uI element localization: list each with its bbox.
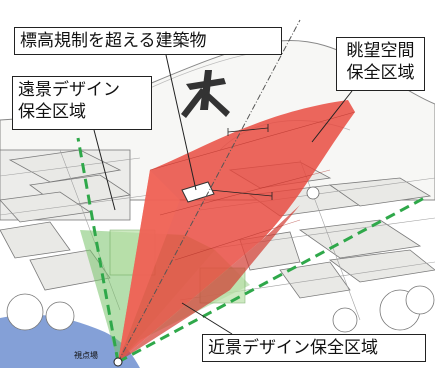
landmark-dot <box>306 186 320 200</box>
zone-boundary-lines <box>76 137 429 364</box>
label-distant-view-zone: 遠景デザイン 保全区域 <box>12 76 152 130</box>
daimonji-mark <box>181 70 230 118</box>
sight-axis <box>117 19 301 363</box>
label-view-space-zone: 眺望空間 保全区域 <box>336 37 425 91</box>
viewpoint-label: 視点場 <box>74 350 98 360</box>
leader-lines <box>93 54 353 335</box>
river <box>0 314 140 368</box>
tall-building <box>181 181 215 203</box>
trees <box>6 285 435 333</box>
label-near-view-zone: 近景デザイン保全区域 <box>202 334 426 362</box>
view-space-zone <box>118 100 356 362</box>
label-building-over-height: 標高規制を超える建築物 <box>14 27 282 55</box>
viewpoint: 視点場 <box>74 350 123 367</box>
